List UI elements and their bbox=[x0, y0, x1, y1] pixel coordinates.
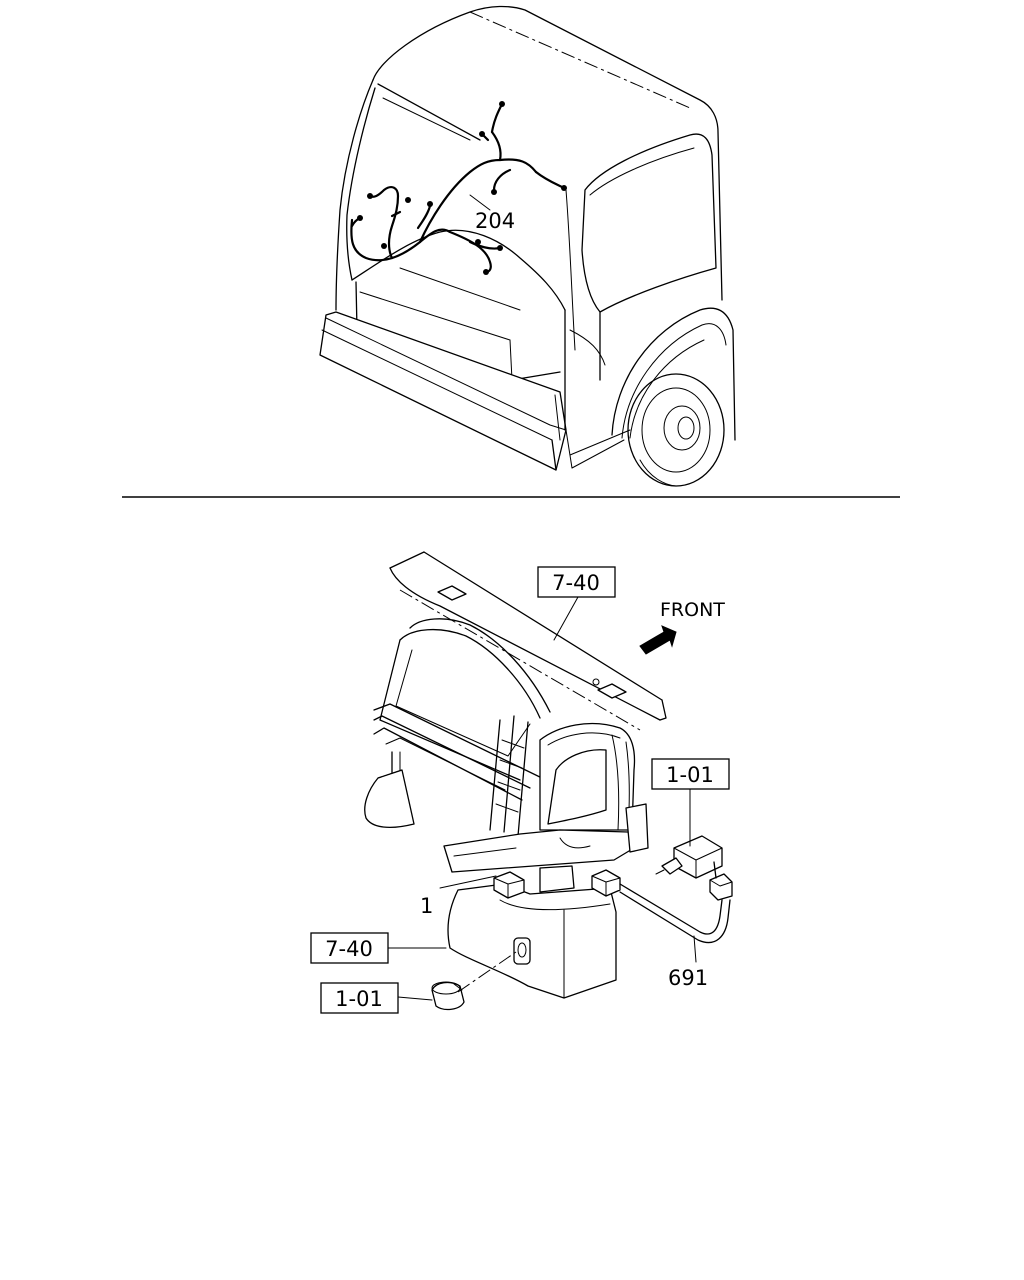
ref-box-1-01-right: 1-01 bbox=[651, 758, 730, 790]
front-arrow-icon bbox=[639, 625, 677, 655]
harness-connector-icons bbox=[357, 101, 567, 275]
ref-1-01-right-label: 1-01 bbox=[666, 763, 714, 787]
callout-1: 1 bbox=[420, 894, 433, 918]
ref-7-40-top-label: 7-40 bbox=[552, 571, 600, 595]
front-direction-label: FRONT bbox=[660, 599, 725, 621]
ref-1-01-lower-label: 1-01 bbox=[335, 987, 383, 1011]
callout-691: 691 bbox=[668, 966, 708, 990]
ref-7-40-lower-label: 7-40 bbox=[325, 937, 373, 961]
ref-box-1-01-lower: 1-01 bbox=[320, 982, 399, 1014]
ref-box-7-40-lower: 7-40 bbox=[310, 932, 389, 964]
ref-box-7-40-top: 7-40 bbox=[537, 566, 616, 598]
truck-cab-illustration: 204 bbox=[319, 5, 736, 487]
callout-204: 204 bbox=[475, 209, 515, 233]
dashboard-illustration: FRONT 7-40 1-01 7-40 1-01 1 691 bbox=[310, 551, 733, 1014]
